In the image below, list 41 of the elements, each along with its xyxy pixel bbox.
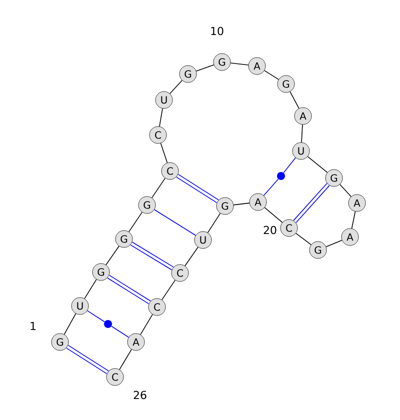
base-pair-line [154, 209, 196, 236]
base-pair-line [86, 310, 105, 322]
base-pair-line [111, 326, 130, 338]
base-pair-line [293, 183, 330, 223]
backbone-line [264, 207, 283, 223]
backbone-line [264, 70, 279, 80]
backbone-line [106, 246, 120, 266]
backbone-line [140, 314, 153, 335]
backbone-line [207, 212, 221, 234]
backbone-line [170, 80, 182, 94]
position-number: 10 [211, 26, 224, 36]
backbone-line [64, 313, 76, 335]
base-pair-dot [277, 172, 285, 180]
base-pair-line [263, 178, 279, 196]
base-pair-line [130, 242, 174, 270]
backbone-line [128, 212, 143, 232]
base-pair-dot [104, 320, 112, 328]
backbone-line [230, 62, 249, 66]
base-pair-line [176, 174, 219, 204]
position-number: 20 [264, 226, 276, 234]
backbone-line [151, 178, 166, 198]
position-number: 26 [134, 390, 146, 400]
backbone-line [161, 280, 176, 300]
base-pair-line [66, 344, 109, 374]
backbone-line [301, 124, 303, 143]
backbone-line [233, 202, 250, 206]
backbone-line [340, 184, 352, 197]
backbone-line [184, 246, 198, 266]
backbone-line [159, 108, 163, 127]
backbone-line [84, 279, 97, 299]
base-pair-line [283, 157, 296, 174]
position-number: 1 [30, 322, 36, 330]
base-pair-line [107, 274, 151, 304]
backbone-line [160, 142, 168, 164]
backbone-line [326, 240, 342, 248]
backbone-line [351, 211, 356, 229]
backbone-line [296, 232, 312, 246]
backbone-line [290, 91, 300, 109]
backbone-line [196, 64, 214, 72]
backbone-line [119, 349, 132, 370]
backbone-line [307, 156, 328, 173]
